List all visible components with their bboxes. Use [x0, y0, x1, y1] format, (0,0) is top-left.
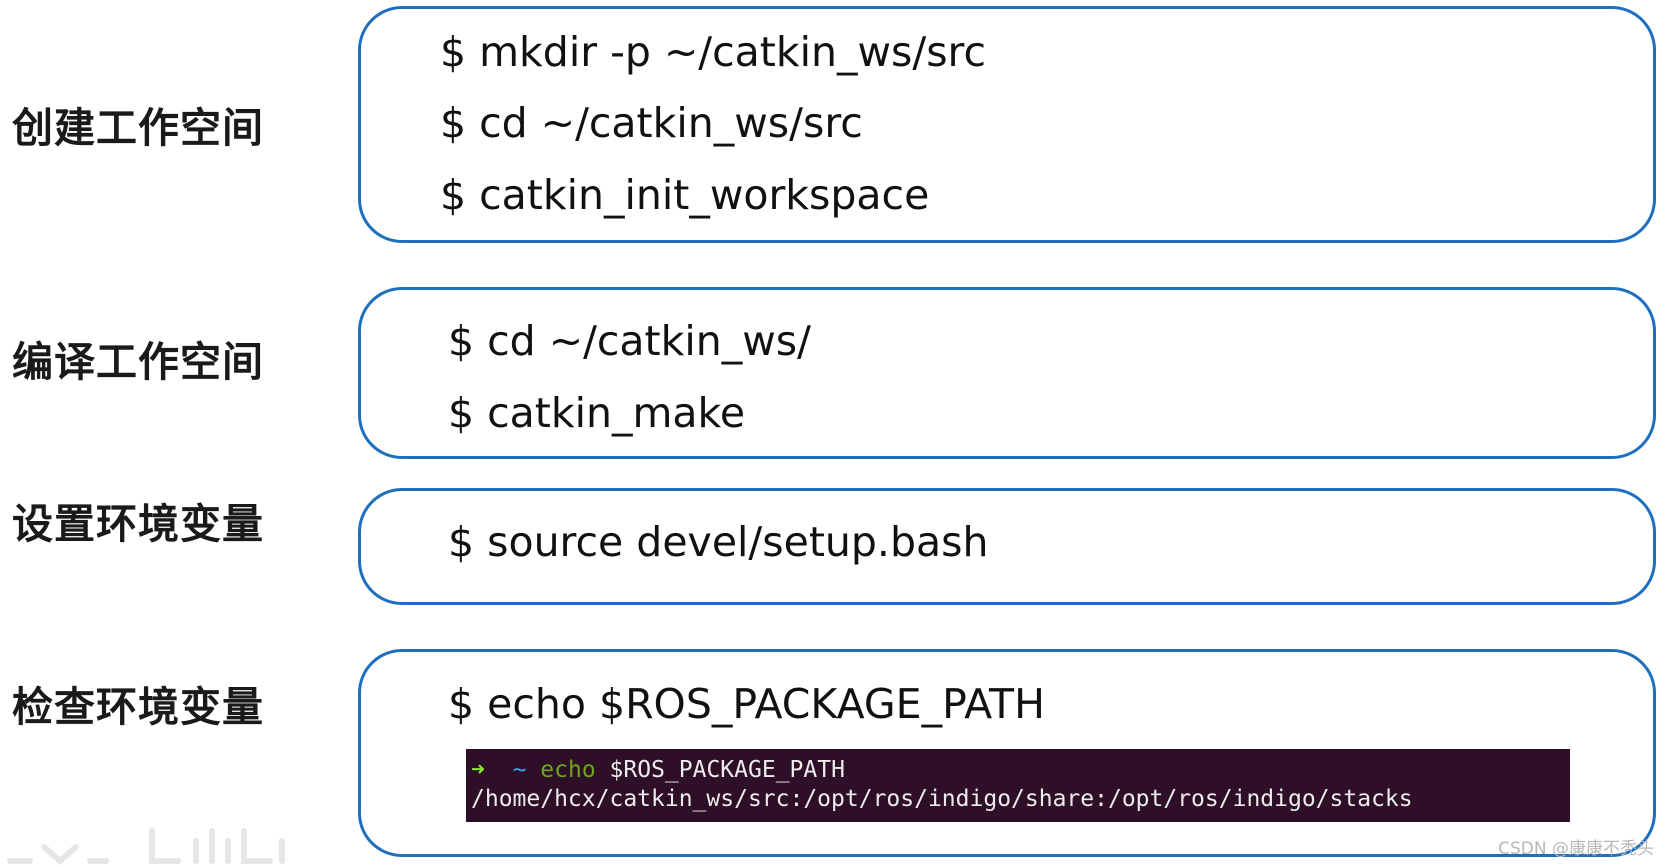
command-line: $ cd ~/catkin_ws/	[448, 317, 811, 365]
command-line: $ source devel/setup.bash	[448, 518, 989, 566]
terminal-output-line: /home/hcx/catkin_ws/src:/opt/ros/indigo/…	[471, 786, 1413, 812]
command-box-build-workspace	[358, 287, 1656, 459]
command-box-create-workspace	[358, 6, 1656, 243]
step-label-check-env: 检查环境变量	[12, 683, 264, 731]
step-label-create-workspace: 创建工作空间	[12, 104, 264, 152]
bilibili-logo	[7, 828, 285, 865]
terminal-argument: $ROS_PACKAGE_PATH	[609, 757, 845, 783]
prompt-arrow-icon: ➜	[471, 757, 485, 783]
command-line: $ cd ~/catkin_ws/src	[440, 99, 863, 147]
step-label-build-workspace: 编译工作空间	[12, 338, 264, 386]
terminal-output: ➜ ~ echo $ROS_PACKAGE_PATH /home/hcx/cat…	[466, 749, 1570, 822]
command-box-set-env	[358, 488, 1656, 605]
command-line: $ mkdir -p ~/catkin_ws/src	[440, 28, 987, 76]
prompt-directory: ~	[512, 757, 527, 783]
terminal-prompt-line: ➜ ~ echo $ROS_PACKAGE_PATH	[471, 756, 1570, 785]
command-line: $ echo $ROS_PACKAGE_PATH	[448, 680, 1045, 728]
csdn-watermark: CSDN @康康不秃头	[1498, 839, 1654, 859]
command-line: $ catkin_init_workspace	[440, 171, 930, 219]
command-line: $ catkin_make	[448, 389, 746, 437]
terminal-command: echo	[540, 757, 596, 783]
step-label-set-env: 设置环境变量	[12, 500, 264, 548]
